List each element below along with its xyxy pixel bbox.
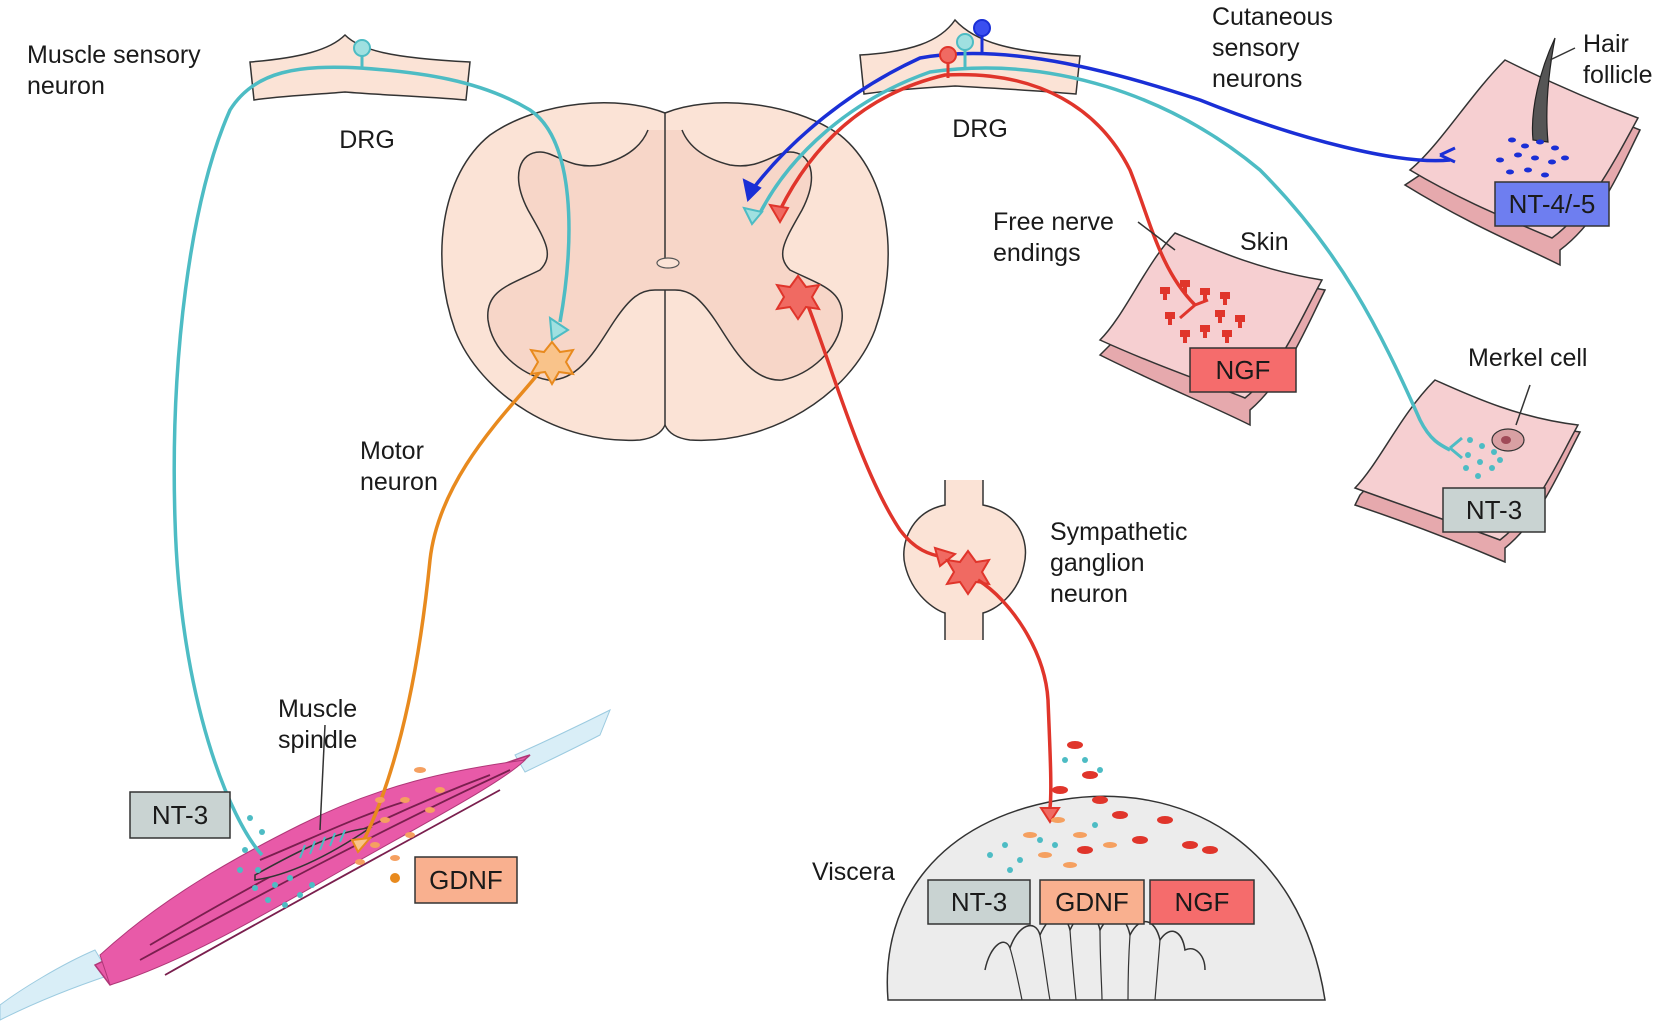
gdnf-box-viscera: GDNF [1039,879,1145,925]
muscle-sensory-soma [353,39,371,57]
label-drg-left: DRG [339,126,395,154]
hair-follicle-leader [1549,47,1576,61]
red-soma-drg [939,46,957,64]
svg-text:NT-3: NT-3 [1466,495,1522,525]
muscle [0,708,611,1021]
postganglionic-terminal [1039,807,1061,824]
merkel-afferent [758,66,1451,452]
nt3-dots-merkel [1463,437,1503,479]
svg-text:NT-4/-5: NT-4/-5 [1509,189,1596,219]
svg-text:GDNF: GDNF [1055,887,1129,917]
preganglionic-soma [775,274,821,321]
label-sympathetic-ganglion-neuron: Sympathetic ganglion neuron [1050,518,1195,608]
gdnf-box-muscle: GDNF [414,856,518,904]
ngf-dots-skin [1160,280,1245,343]
teal-terminal-right [742,206,764,226]
nt3-box-muscle: NT-3 [129,791,231,839]
viscera-factor-dots [987,741,1218,873]
svg-text:NGF: NGF [1175,887,1230,917]
label-drg-right: DRG [952,115,1008,143]
label-motor-neuron: Motor neuron [360,437,438,496]
merkel-cell [1491,428,1525,452]
muscle-spindle-leader [319,724,326,831]
nt3-box-merkel: NT-3 [1442,487,1546,533]
drg-right [859,18,1081,95]
label-viscera: Viscera [812,858,895,886]
motor-terminal [350,836,373,854]
spinal-cord [441,102,889,442]
svg-text:GDNF: GDNF [429,865,503,895]
nt45-dots [1496,137,1569,178]
muscle-sensory-terminal [548,316,570,342]
label-free-nerve-endings: Free nerve endings [993,208,1121,267]
skin-patch-merkel [1353,379,1582,564]
label-skin: Skin [1240,228,1289,256]
label-muscle-spindle: Muscle spindle [278,695,364,754]
blue-ending [1439,146,1456,164]
teal-soma-right [956,33,974,51]
svg-text:NGF: NGF [1216,355,1271,385]
hair-follicle-afferent [750,51,1451,192]
muscle-sensory-axon [172,65,571,857]
free-nerve-endings-leader [1137,221,1176,251]
merkel-cell-leader [1515,384,1531,426]
skin-patch-skin [1098,232,1327,427]
svg-text:NT-3: NT-3 [951,887,1007,917]
ngf-box-skin: NGF [1189,347,1297,393]
ganglion-neuron-soma [945,549,991,596]
blue-terminal [742,178,762,203]
blue-soma [973,19,991,37]
postganglionic-axon [977,578,1053,809]
hair-shaft [1531,37,1556,143]
teal-ending-right [1449,436,1463,460]
label-muscle-sensory-neuron: Muscle sensory neuron [27,41,208,100]
preganglionic-axon [803,297,945,559]
nt3-box-viscera: NT-3 [927,879,1031,925]
svg-text:NT-3: NT-3 [152,800,208,830]
label-hair-follicle: Hair follicle [1583,30,1652,89]
motor-axon [358,363,547,849]
skin-patch-hair [1403,59,1642,267]
gdnf-dots-muscle [355,767,445,883]
nt45-box: NT-4/-5 [1494,181,1610,227]
ngf-box-viscera: NGF [1149,879,1255,925]
label-cutaneous-sensory-neurons: Cutaneous sensory neurons [1212,3,1340,93]
red-terminal-drg [768,203,790,224]
motor-neuron-soma [529,340,575,386]
nt3-dots-muscle [237,815,315,908]
label-merkel-cell: Merkel cell [1468,344,1587,372]
